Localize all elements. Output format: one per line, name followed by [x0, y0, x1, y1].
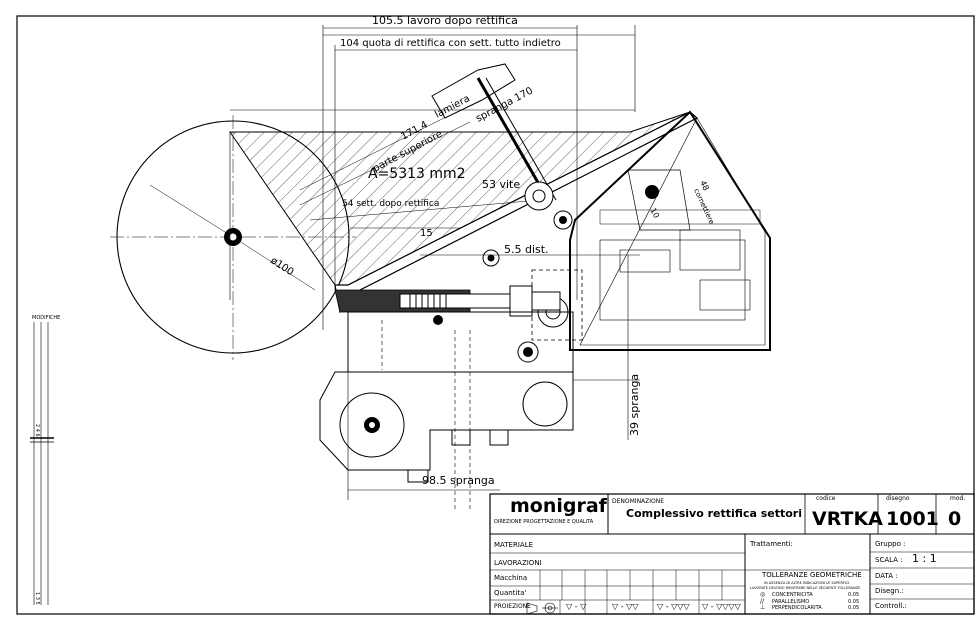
trattamenti-label: Trattamenti:: [750, 540, 793, 548]
dim-spranga-985: 98.5 spranga: [422, 474, 495, 487]
disegno-value: 1001: [886, 508, 939, 530]
finish-2: ▽ - ▽▽: [612, 602, 639, 611]
concentricita-icon: ◎: [760, 591, 766, 598]
company-department: DIREZIONE PROGETTAZIONE E QUALITA: [494, 519, 594, 525]
concentricita-value: 0.05: [848, 592, 860, 598]
tolleranze-note-2: LAVORATE DEVONO RIENTRARE NELLE SEGUENTI…: [750, 586, 861, 590]
dim-dist-55: 5.5 dist.: [504, 243, 549, 256]
parallelismo-value: 0.05: [848, 599, 860, 605]
finish-4: ▽ - ▽▽▽▽: [702, 602, 741, 611]
proiezione-label: PROIEZIONE: [494, 603, 531, 610]
threaded-rod: [399, 285, 561, 317]
dim-area: A=5313 mm2: [368, 166, 466, 182]
data-label: DATA :: [875, 572, 898, 580]
dimension-lines: [229, 25, 640, 500]
concentricita-label: CONCENTRICITA: [772, 592, 813, 598]
tolleranze-note-1: IN ASSENZA DI ALTRE INDICAZIONI LE SUPER…: [764, 581, 850, 585]
company-name: monigraf: [510, 495, 607, 517]
finish-3: ▽ - ▽▽▽: [657, 602, 690, 611]
projection-symbol: [526, 602, 558, 615]
codice-value: VRTKA: [812, 508, 883, 530]
dim-lavoro: 105.5 lavoro dopo rettifica: [372, 14, 518, 27]
dim-cornettiere: cornettiere: [692, 187, 715, 225]
dim-diameter: ø100: [268, 255, 295, 278]
modifiche-label: MODIFICHE: [32, 315, 60, 321]
perpendicolarita-icon: ⊥: [760, 604, 766, 611]
lamiera-handle: [431, 63, 557, 201]
tolleranze-title: TOLLERANZE GEOMETRICHE: [762, 571, 862, 579]
lavorazioni-label: LAVORAZIONI: [494, 559, 542, 567]
perpendicolarita-value: 0.05: [848, 605, 860, 611]
controll-label: Controll.:: [875, 602, 907, 610]
modifiche-marks-lower: 1 3 5: [34, 592, 40, 605]
dim-vite-53: 53 vite: [482, 178, 520, 191]
dim-sett-54: 54 sett. dopo rettifica: [342, 199, 439, 209]
mod-value: 0: [948, 508, 962, 530]
parallelismo-icon: //: [760, 598, 765, 605]
finish-1: ▽ - ▽: [566, 602, 587, 611]
scala-value: 1 : 1: [912, 552, 937, 565]
codice-label: codice: [816, 495, 836, 502]
parallelismo-label: PARALLELISMO: [772, 599, 810, 605]
materiale-label: MATERIALE: [494, 541, 534, 549]
disegn-label: Disegn.:: [875, 587, 904, 595]
denominazione-value: Complessivo rettifica settori: [626, 507, 802, 520]
gruppo-label: Gruppo :: [875, 540, 906, 548]
scala-label: SCALA :: [875, 556, 903, 564]
dim-15: 15: [420, 228, 433, 239]
dim-48: 48: [698, 179, 710, 192]
right-assembly: [531, 110, 771, 351]
modifiche-strip: [30, 322, 54, 605]
modifiche-marks-upper: 2 4 6: [34, 424, 40, 437]
mod-label: mod.: [950, 495, 966, 502]
dim-quota: 104 quota di rettifica con sett. tutto i…: [340, 38, 561, 49]
perpendicolarita-label: PERPENDICOLARITA: [772, 605, 822, 611]
macchina-label: Macchina: [494, 574, 528, 582]
lower-block: [319, 311, 574, 510]
disegno-label: disegno: [886, 495, 910, 502]
title-block-grid: [489, 493, 975, 615]
dim-10: 10: [648, 207, 661, 220]
sector-section: [229, 109, 699, 314]
denominazione-label: DENOMINAZIONE: [612, 498, 665, 505]
quantita-label: Quantita': [494, 589, 527, 597]
dim-spranga-39: 39 spranga: [628, 374, 641, 436]
